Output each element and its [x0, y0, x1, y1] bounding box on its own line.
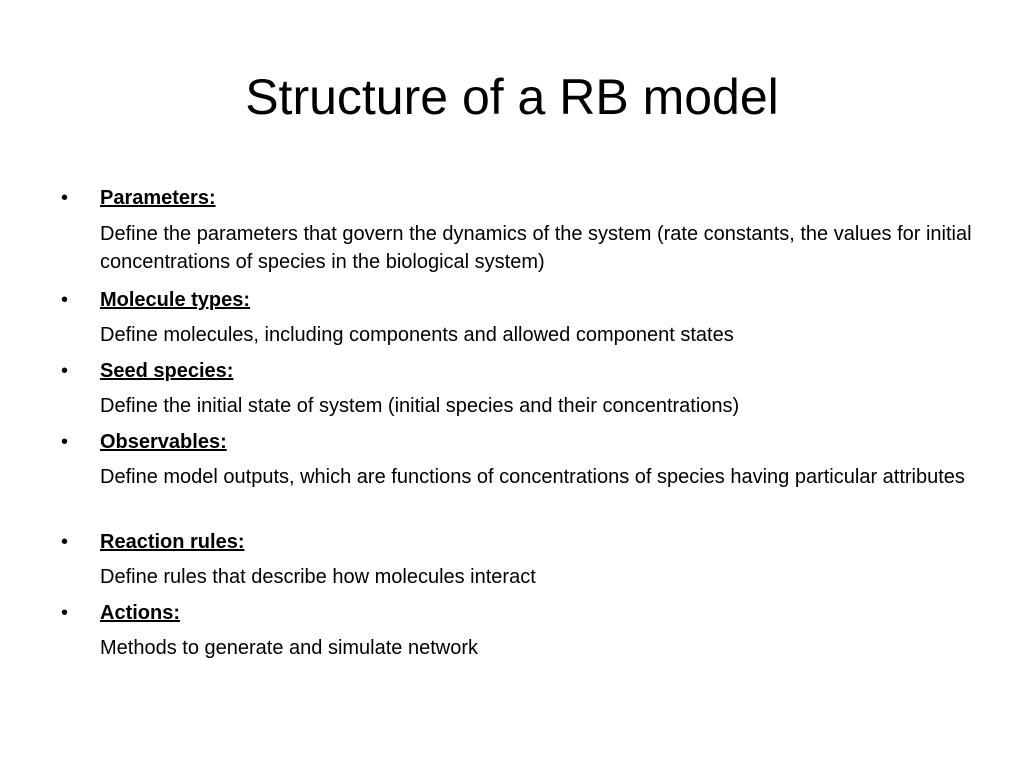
bullet-marker: • — [61, 531, 69, 553]
item-description: Define molecules, including components a… — [100, 324, 734, 346]
bullet-marker: • — [61, 360, 69, 382]
bullet-marker: • — [61, 187, 69, 209]
item-heading: Actions: — [100, 602, 180, 624]
item-description: Define model outputs, which are function… — [100, 466, 965, 488]
item-heading: Seed species: — [100, 360, 234, 382]
item-description: Define rules that describe how molecules… — [100, 566, 536, 588]
item-heading: Molecule types: — [100, 289, 251, 311]
item-description: Define the initial state of system (init… — [100, 395, 740, 417]
item-heading: Parameters: — [100, 187, 216, 209]
item-description: Define the parameters that govern the dy… — [100, 223, 972, 273]
bullet-marker: • — [61, 602, 69, 624]
bullet-marker: • — [61, 289, 69, 311]
bullet-marker: • — [61, 431, 69, 453]
item-heading: Observables: — [100, 431, 227, 453]
item-description: Methods to generate and simulate network — [100, 637, 478, 659]
slide-title: Structure of a RB model — [245, 69, 779, 125]
item-heading: Reaction rules: — [100, 531, 245, 553]
